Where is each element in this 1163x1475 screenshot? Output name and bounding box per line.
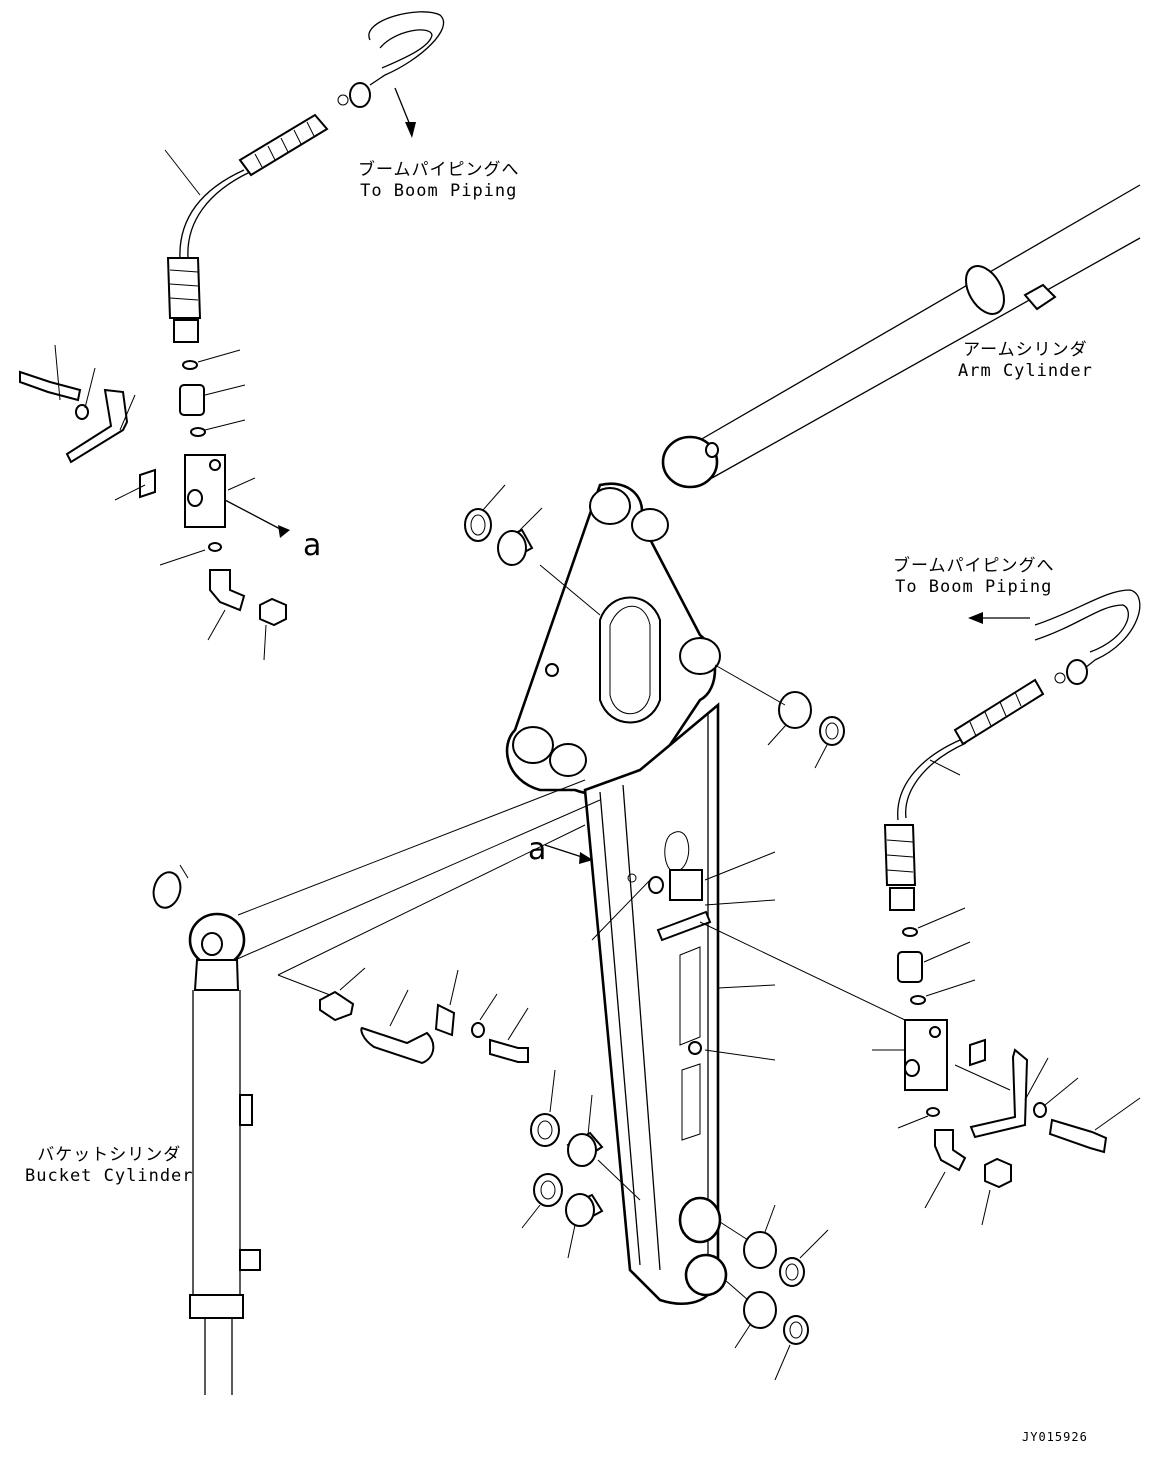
bushings-lower bbox=[521, 1069, 829, 1381]
hose-assembly-top-left bbox=[164, 11, 445, 343]
label-to-boom-piping-right-jp: ブームパイピングへ bbox=[893, 556, 1055, 576]
label-arm-cylinder: アームシリンダ Arm Cylinder bbox=[958, 340, 1093, 382]
arm-body bbox=[505, 482, 728, 1305]
label-arm-cylinder-jp: アームシリンダ bbox=[963, 340, 1088, 360]
bucket-cylinder bbox=[152, 779, 601, 1395]
label-bucket-cylinder-jp: バケットシリンダ bbox=[37, 1145, 182, 1165]
leader-lines bbox=[704, 851, 776, 1061]
bucket-pin-set bbox=[277, 824, 586, 1065]
label-to-boom-piping-top-en: To Boom Piping bbox=[360, 181, 518, 201]
label-to-boom-piping-top: ブームパイピングへ To Boom Piping bbox=[358, 160, 520, 202]
fittings-top-left bbox=[19, 344, 290, 661]
bushings-upper bbox=[464, 484, 845, 769]
label-bucket-cylinder-en: Bucket Cylinder bbox=[25, 1166, 194, 1186]
label-bucket-cylinder: バケットシリンダ Bucket Cylinder bbox=[25, 1145, 194, 1187]
label-to-boom-piping-right: ブームパイピングへ To Boom Piping bbox=[893, 556, 1055, 598]
hose-assembly-right bbox=[699, 589, 1141, 1226]
reference-a-top: a bbox=[303, 528, 322, 563]
label-arm-cylinder-en: Arm Cylinder bbox=[958, 361, 1093, 381]
drawing-code: JY015926 bbox=[1022, 1430, 1088, 1444]
reference-a-mid: a bbox=[528, 832, 547, 867]
label-to-boom-piping-top-jp: ブームパイピングへ bbox=[358, 160, 520, 180]
arm-cylinder bbox=[661, 184, 1141, 489]
label-to-boom-piping-right-en: To Boom Piping bbox=[895, 577, 1053, 597]
